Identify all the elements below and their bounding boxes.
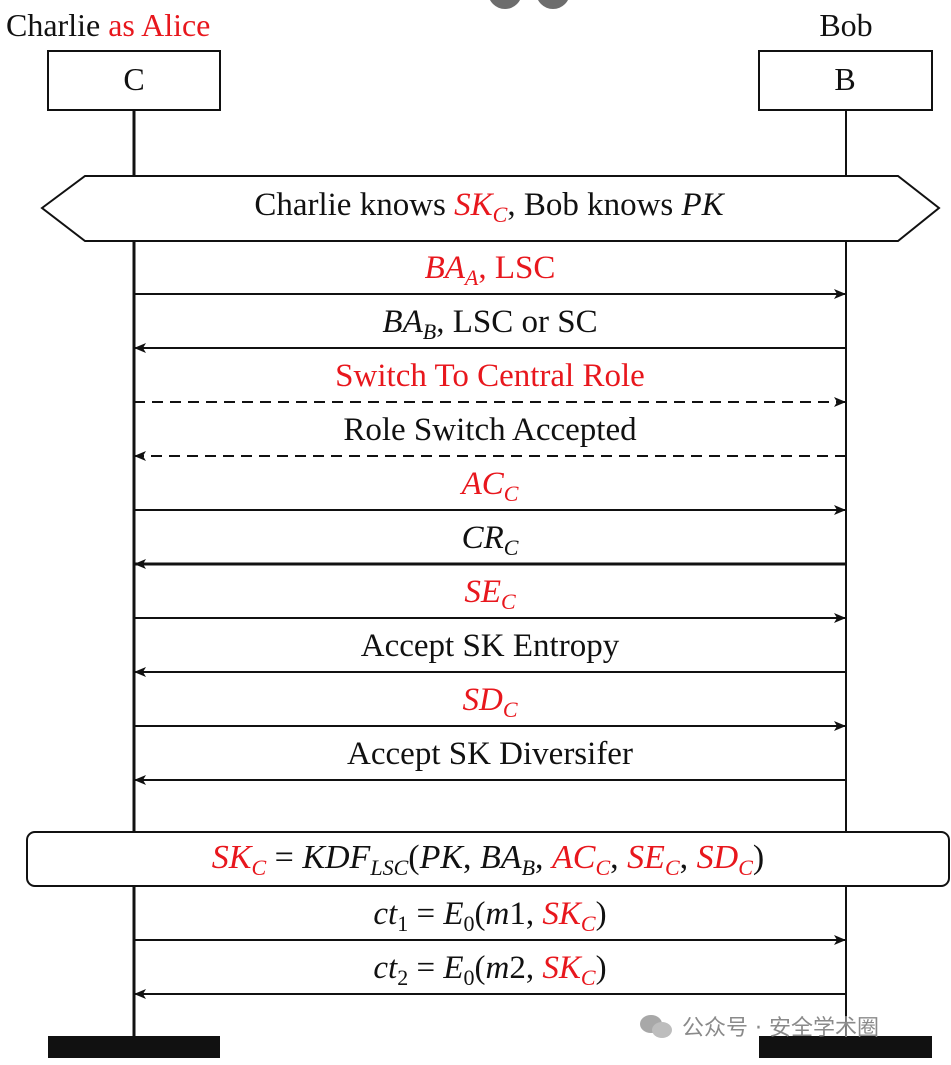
label-part: BA [425,250,466,286]
label-part: C [503,697,518,722]
label-part: 0 [464,965,475,990]
label-part: SD [462,682,503,718]
message-label: SDC [462,682,517,722]
right-participant-box [758,50,933,111]
label-part: 1 [397,911,408,936]
label-part: PK [419,839,466,876]
left-participant-box-label: C [123,61,144,97]
label-part: CR [462,520,504,556]
label-part: C [501,589,516,614]
label-part: LSC [369,855,408,880]
label-part: 0 [464,911,475,936]
label-part: AC [550,839,596,876]
label-part: C [504,535,519,560]
left-lifeline-end [48,1036,220,1058]
label-part: ( [408,839,419,876]
message-label: Accept SK Diversifer [347,736,633,772]
label-part: 1, [509,896,542,932]
message-label: Switch To Central Role [335,358,645,394]
label-part: B [522,855,535,880]
knowledge-banner-text: Charlie knows SKC, Bob knows PK [254,187,725,227]
kdf-formula: SKC = KDFLSC(PK, BAB, ACC, SEC, SDC) [212,839,764,880]
label-part: C [665,855,680,880]
label-part: SK [542,896,583,932]
label-part: SE [464,574,501,610]
label-part: ( [475,896,486,932]
right-participant-title: Bob [819,7,872,43]
message-label: BAA, LSC [425,250,556,290]
label-part: C [251,855,266,880]
message-label: SEC [464,574,516,614]
message-label: ct1 = E0(m1, SKC) [373,896,606,936]
message-label: ACC [460,466,519,506]
label-part: SD [697,839,739,876]
label-part: ) [753,839,764,876]
label-part: C [738,855,753,880]
message-label: CRC [462,520,519,560]
label-part: = [408,950,443,986]
wechat-icon [640,1013,674,1039]
label-part: SK [212,839,254,876]
label-part: C [595,855,610,880]
label-part: ct [373,896,398,932]
label-part: Accept SK Diversifer [347,736,633,772]
right-lifeline-end [759,1036,932,1058]
label-part: ct [373,950,398,986]
label-part: C [581,911,596,936]
label-part: KDF [301,839,371,876]
label-part: ( [475,950,486,986]
label-part: B [423,319,436,344]
top-dot-right [538,0,568,9]
watermark: 公众号 · 安全学术圈 [640,1010,879,1042]
top-dot-left [490,0,520,9]
label-part: 2 [397,965,408,990]
label-part: C [504,481,519,506]
label-part: , LSC [478,250,555,286]
label-part: BA [382,304,423,340]
label-part: = [266,839,302,876]
label-part: BA [480,839,522,876]
left-participant-box [47,50,221,111]
message-label: Role Switch Accepted [343,412,637,448]
knowledge-banner [40,175,941,242]
message-label: Accept SK Entropy [361,628,620,664]
label-part: E [442,950,463,986]
label-part: m [486,950,510,986]
label-part: , LSC or SC [436,304,597,340]
label-part: Role Switch Accepted [343,412,637,448]
label-part: = [408,896,443,932]
watermark-text: 公众号 · 安全学术圈 [682,1016,879,1041]
label-part: C [581,965,596,990]
right-participant-box-label: B [834,61,855,97]
label-part: ) [596,896,607,932]
label-part: ) [596,950,607,986]
label-part: SK [542,950,583,986]
label-part: m [486,896,510,932]
label-part: Accept SK Entropy [361,628,620,664]
message-label: ct2 = E0(m2, SKC) [373,950,606,990]
label-part: , [680,839,697,876]
label-part: 2, [509,950,542,986]
message-label: BAB, LSC or SC [382,304,597,344]
label-part: AC [460,466,505,502]
label-part: SE [627,839,665,876]
label-part: Switch To Central Role [335,358,645,394]
label-part: , [535,839,552,876]
label-part: , [610,839,627,876]
label-part: E [442,896,463,932]
label-part: A [463,265,479,290]
label-part: , [463,839,480,876]
kdf-box [26,831,950,887]
